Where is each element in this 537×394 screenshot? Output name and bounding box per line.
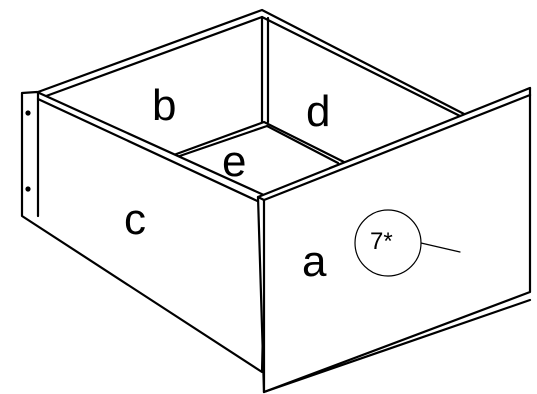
part-label-c: c — [124, 195, 146, 244]
part-label-e: e — [222, 137, 247, 186]
bottom-panel — [158, 120, 346, 165]
front-panel — [256, 86, 532, 394]
back-panel — [36, 8, 470, 124]
part-number-callout — [354, 209, 461, 277]
callout-label: 7* — [370, 228, 393, 255]
part-label-d: d — [306, 87, 331, 136]
part-label-b: b — [152, 81, 177, 130]
part-label-a: a — [302, 237, 327, 286]
dowel-hole-top — [25, 110, 31, 116]
callout-leader-line — [420, 242, 461, 253]
dowel-hole-bottom — [25, 186, 31, 192]
